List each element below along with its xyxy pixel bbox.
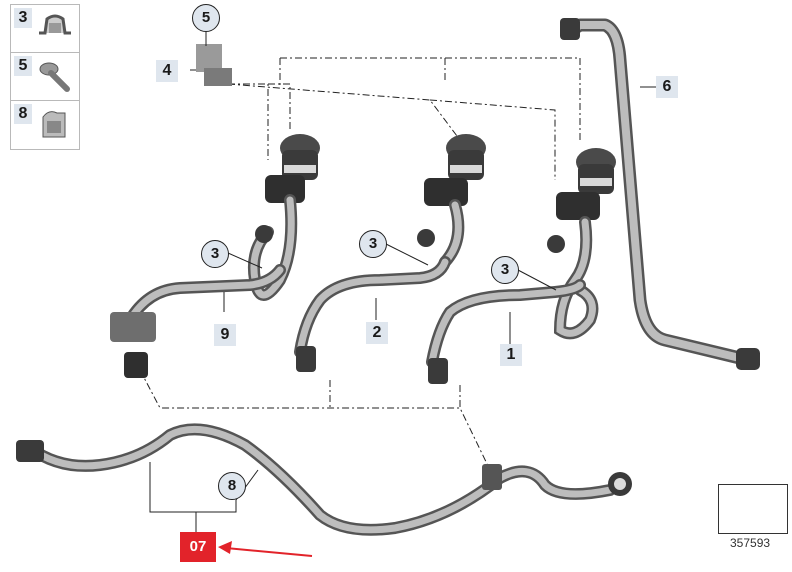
- callout-line-right: 1: [500, 344, 522, 366]
- valve-right: [547, 148, 616, 340]
- legend-item-number: 3: [14, 8, 32, 28]
- legend-item-screw: 5: [11, 53, 79, 101]
- callout-line-center: 2: [366, 322, 388, 344]
- screw-icon: [39, 62, 70, 92]
- vent-pipe: [565, 18, 755, 367]
- reference-box: [718, 484, 788, 534]
- reference-number: 357593: [730, 536, 771, 550]
- bottom-line: [16, 423, 632, 536]
- legend-item-number: 8: [14, 104, 32, 124]
- line-connectors: [110, 312, 448, 384]
- callout-bracket: 5: [192, 4, 220, 32]
- lines-9-2-1: [124, 256, 586, 368]
- callout-clamp-center: 3: [359, 230, 387, 258]
- callout-line-left: 9: [214, 324, 236, 346]
- hose-clamp-icon: [39, 14, 71, 35]
- bracket-clip-icon: [42, 111, 66, 138]
- valve-center: [417, 134, 486, 268]
- valve-left: [247, 134, 320, 301]
- callout-bottom-clip: 8: [218, 472, 246, 500]
- reference-lines: [139, 57, 581, 471]
- bracket-holder: [196, 32, 232, 86]
- callout-clamp-left: 3: [201, 240, 229, 268]
- callout-vent-pipe: 6: [656, 76, 678, 98]
- legend-item-clamp: 3: [11, 5, 79, 53]
- red-arrow: [218, 541, 313, 557]
- legend-item-bracket: 8: [11, 101, 79, 148]
- legend-panel: 3 5 8: [10, 4, 80, 150]
- callout-holder: 4: [156, 60, 178, 82]
- vent-pipe-end: [560, 18, 760, 370]
- highlight-badge: 07: [180, 532, 216, 562]
- legend-item-number: 5: [14, 56, 32, 76]
- callout-clamp-right: 3: [491, 256, 519, 284]
